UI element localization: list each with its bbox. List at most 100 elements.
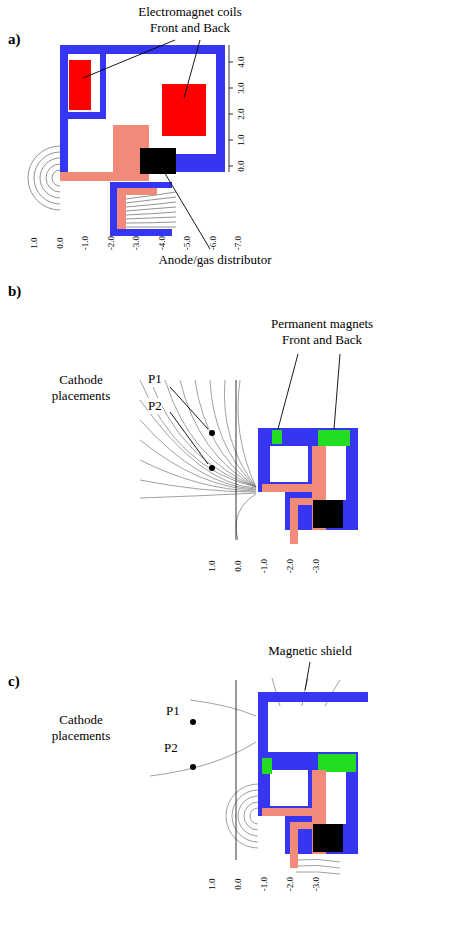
field-lines-part <box>224 380 256 487</box>
field-lines-part <box>126 227 176 228</box>
leader-line-part <box>278 354 298 429</box>
anode-block-part <box>140 148 176 174</box>
magnetic-circuit-part <box>110 182 117 236</box>
field-lines-part <box>126 217 176 219</box>
axis-part <box>229 45 233 172</box>
coil-part <box>69 60 91 110</box>
field-lines-part <box>244 802 258 830</box>
axis <box>236 380 237 860</box>
coil <box>69 60 206 136</box>
magnetic-circuit-part <box>270 770 308 806</box>
axis-value: -5.0 <box>182 236 193 250</box>
magnetic-shield <box>258 692 368 752</box>
field-lines-part <box>126 212 176 215</box>
field-lines-part <box>226 784 258 848</box>
coil-part <box>162 84 206 136</box>
field-lines-part <box>52 170 60 186</box>
panel-label: a) <box>8 30 21 48</box>
axis-value: -2.0 <box>105 236 116 250</box>
callout-label: Electromagnet coils Front and Back <box>128 4 253 35</box>
magnetic-circuit <box>258 752 358 868</box>
magnetic-circuit-part <box>258 752 358 854</box>
pole-piece <box>60 125 157 229</box>
field-lines-part <box>140 460 256 491</box>
leader-line <box>170 354 340 690</box>
magnetic-circuit-part <box>318 430 350 446</box>
axis <box>229 45 233 172</box>
axis-value: 0.0 <box>233 878 244 889</box>
axis-value: 1.0 <box>29 237 40 248</box>
field-lines-part <box>236 494 256 540</box>
field-lines-part <box>180 380 256 487</box>
cathode-point <box>190 430 215 770</box>
point-label: P2 <box>148 398 162 414</box>
field-lines-part <box>195 380 256 487</box>
axis-value: 1.0 <box>207 560 218 571</box>
leader-line-part <box>170 412 208 464</box>
magnetic-circuit-part <box>313 824 343 852</box>
axis-value: 4.0 <box>236 56 247 67</box>
point-label: P1 <box>148 371 162 387</box>
axis-value: -2.0 <box>285 559 296 573</box>
magnetic-circuit-part <box>60 45 68 175</box>
field-lines-part <box>28 146 60 210</box>
axis-value: -6.0 <box>207 236 218 250</box>
magnetic-circuit-part <box>68 112 106 119</box>
magnetic-circuit-part <box>313 500 343 528</box>
axis-value: 3.0 <box>236 82 247 93</box>
leader-line-part <box>305 662 310 690</box>
panel-label: b) <box>8 282 21 300</box>
axis-value: 0.0 <box>54 237 65 248</box>
axis-value: -7.0 <box>233 236 244 250</box>
magnetic-circuit-part <box>272 430 282 444</box>
leader-line <box>83 40 210 249</box>
field-lines <box>150 678 346 874</box>
axis-value: -1.0 <box>259 877 270 891</box>
field-lines-part <box>165 380 256 487</box>
magnetic-circuit-part <box>318 754 356 772</box>
leader-line-part <box>170 387 208 429</box>
field-lines-part <box>140 380 256 487</box>
magnetic-circuit-part <box>110 229 172 236</box>
axis-value: 0.0 <box>236 160 247 171</box>
leader-line-part <box>83 40 175 78</box>
axis-value: -3.0 <box>311 559 322 573</box>
magnetic-circuit-part <box>270 446 308 482</box>
axis-value: -3.0 <box>131 236 142 250</box>
anode-block <box>140 148 176 174</box>
field-lines-part <box>34 152 60 204</box>
field-lines-part <box>190 700 256 716</box>
magnetic-circuit <box>258 428 358 544</box>
magnetic-circuit-part <box>290 498 312 505</box>
magnetic-shield-part <box>258 692 368 752</box>
callout-label: Permanent magnets Front and Back <box>260 316 385 347</box>
field-lines-part <box>46 164 60 192</box>
field-lines <box>28 146 176 227</box>
field-lines-part <box>238 380 256 487</box>
panel-label: c) <box>8 672 20 690</box>
field-lines-part <box>238 796 258 836</box>
cathode-point-part <box>209 465 215 471</box>
axis-value: -1.0 <box>259 559 270 573</box>
field-lines-part <box>210 380 256 487</box>
callout-label: Anode/gas distributor <box>140 252 290 268</box>
axis-part <box>236 680 237 860</box>
cathode-point-part <box>209 430 215 436</box>
point-label: P1 <box>166 703 180 719</box>
magnetic-circuit-part <box>262 758 272 774</box>
field-lines-part <box>126 207 176 211</box>
axis-value: 0.0 <box>233 560 244 571</box>
callout-label: Cathode placements <box>40 372 122 403</box>
magnetic-circuit-part <box>117 182 172 188</box>
field-lines-part <box>140 420 256 489</box>
axis-value: -3.0 <box>311 877 322 891</box>
field-lines-part <box>250 808 258 824</box>
field-lines-part <box>126 222 176 223</box>
axis-value: 2.0 <box>236 108 247 119</box>
axis-value: -2.0 <box>285 877 296 891</box>
magnetic-circuit-part <box>290 822 312 829</box>
field-lines-part <box>126 197 176 203</box>
callout-label: Magnetic shield <box>245 643 375 659</box>
axis-value: -1.0 <box>80 236 91 250</box>
